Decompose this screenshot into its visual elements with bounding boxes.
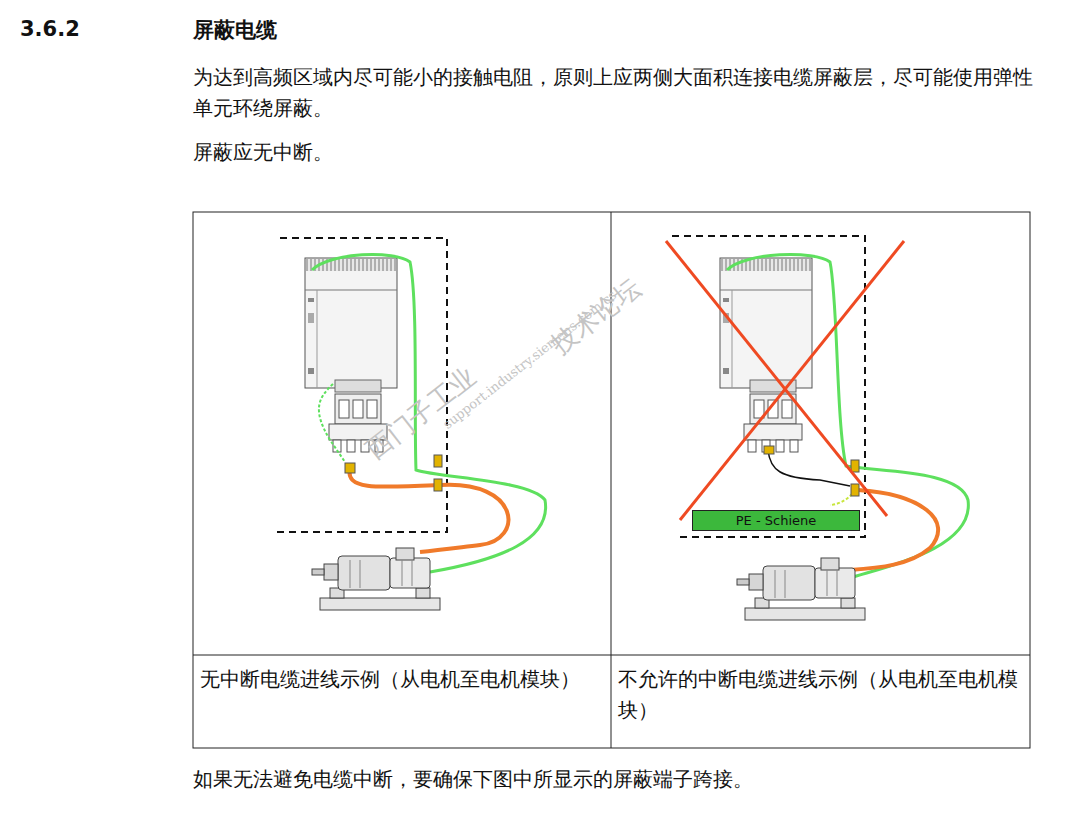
table-cell: 不允许的中断电缆进线示例（从电机至电机模块）: [618, 664, 1023, 726]
paragraph: 如果无法避免电缆中断，要确保下图中所显示的屏蔽端子跨接。: [193, 767, 753, 792]
paragraph: 屏蔽应无中断。: [193, 140, 333, 165]
table-cell: 无中断电缆进线示例（从电机至电机模块）: [200, 664, 605, 695]
pe-busbar: PE - Schiene: [692, 510, 860, 531]
section-title: 屏蔽电缆: [193, 16, 277, 44]
paragraph: 为达到高频区域内尽可能小的接触电阻，原则上应两侧大面积连接电缆屏蔽层，尽可能使用…: [193, 62, 1038, 124]
watermark: support.industry.siemens.com/cs: [440, 287, 620, 433]
section-number: 3.6.2: [20, 16, 80, 43]
busbar-label: PE - Schiene: [736, 513, 817, 528]
